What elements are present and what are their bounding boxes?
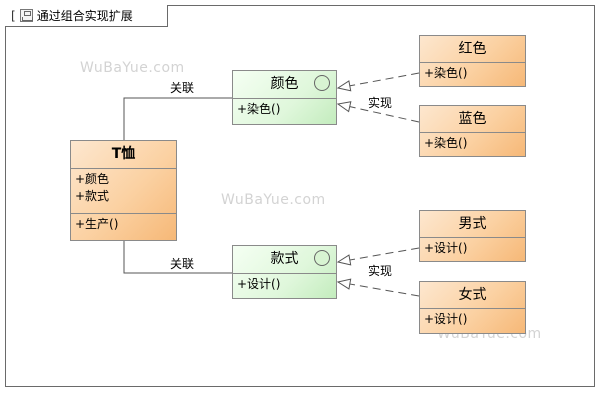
diagram-title-tab[interactable]: [ 通过组合实现扩展: [5, 5, 168, 27]
interface-circle-icon: [314, 75, 330, 91]
realization-label-color: 实现: [368, 96, 393, 110]
class-tshirt-operations: +生产(): [71, 213, 176, 235]
attribute-style: +款式: [75, 189, 110, 203]
class-male-name: 男式: [420, 211, 525, 238]
association-line-style: [123, 240, 232, 274]
interface-style-name: 款式: [270, 251, 299, 267]
class-tshirt-name: T恤: [71, 141, 176, 169]
class-female-name: 女式: [420, 282, 525, 309]
attribute-color: +颜色: [75, 172, 110, 186]
class-red[interactable]: 红色 +染色(): [419, 35, 526, 87]
interface-color-operation: +染色(): [237, 102, 281, 116]
realization-line-male: [338, 247, 420, 262]
association-line-color: [123, 97, 232, 140]
title-bracket: [: [11, 8, 16, 23]
class-blue[interactable]: 蓝色 +染色(): [419, 105, 526, 157]
realization-line-female: [338, 282, 420, 297]
interface-color-name: 颜色: [270, 76, 299, 92]
watermark-top-left: WuBaYue.com: [80, 60, 185, 76]
interface-circle-icon: [314, 250, 330, 266]
class-diagram-icon: [19, 9, 33, 22]
class-male-operation: +设计(): [424, 241, 468, 255]
class-female[interactable]: 女式 +设计(): [419, 281, 526, 334]
class-blue-name: 蓝色: [420, 106, 525, 133]
class-blue-operation: +染色(): [424, 136, 468, 150]
association-label-color: 关联: [170, 81, 195, 95]
class-tshirt-attributes: +颜色 +款式: [71, 169, 176, 213]
interface-color[interactable]: 颜色 +染色(): [232, 70, 337, 125]
interface-style[interactable]: 款式 +设计(): [232, 245, 337, 299]
class-female-operation: +设计(): [424, 312, 468, 326]
class-tshirt[interactable]: T恤 +颜色 +款式 +生产(): [70, 140, 177, 241]
watermark-center: WuBaYue.com: [221, 192, 326, 208]
operation-produce: +生产(): [75, 217, 119, 231]
realization-line-blue: [338, 104, 420, 123]
realization-line-red: [338, 72, 420, 88]
realization-label-style: 实现: [368, 264, 393, 278]
interface-style-operation: +设计(): [237, 277, 281, 291]
diagram-title: 通过组合实现扩展: [36, 9, 133, 23]
association-label-style: 关联: [170, 257, 195, 271]
class-male[interactable]: 男式 +设计(): [419, 210, 526, 262]
class-red-operation: +染色(): [424, 66, 468, 80]
class-red-name: 红色: [420, 36, 525, 63]
